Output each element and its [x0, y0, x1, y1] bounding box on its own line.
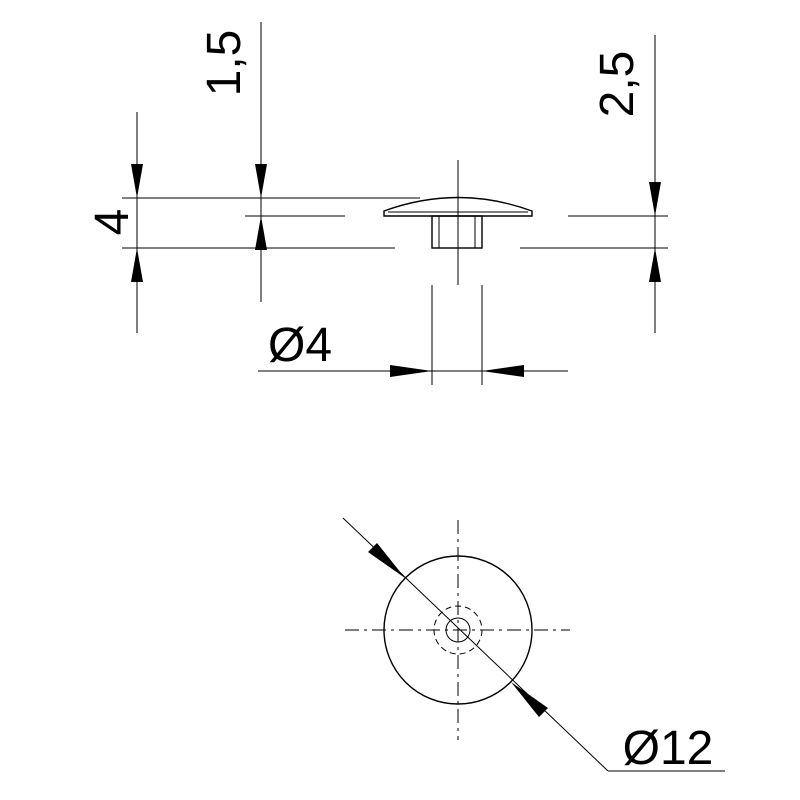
top-view: Ø12	[342, 517, 725, 775]
dim-shank-diameter-label: Ø4	[268, 319, 332, 372]
dim-head-height: 1,5	[198, 22, 267, 302]
cap-head-outline	[383, 196, 533, 217]
cap-top-outer-circle	[383, 555, 533, 705]
cap-top-hidden-circle-inner	[445, 617, 471, 643]
dim-head-diameter: Ø12	[342, 517, 725, 775]
dim-shank-diameter: Ø4	[258, 285, 568, 385]
dim-head-diameter-label: Ø12	[623, 722, 714, 775]
dim-shank-height: 2,5	[591, 35, 661, 333]
dim-head-height-label: 1,5	[198, 30, 251, 97]
cap-shank-outline	[431, 215, 483, 249]
dim-total-height: 4	[86, 112, 143, 333]
cap-top-hidden-circle-outer	[433, 605, 483, 655]
dim-total-height-label: 4	[86, 209, 139, 236]
dim-shank-height-label: 2,5	[591, 51, 644, 118]
side-view: 4 1,5 2,5 Ø4	[86, 22, 668, 385]
